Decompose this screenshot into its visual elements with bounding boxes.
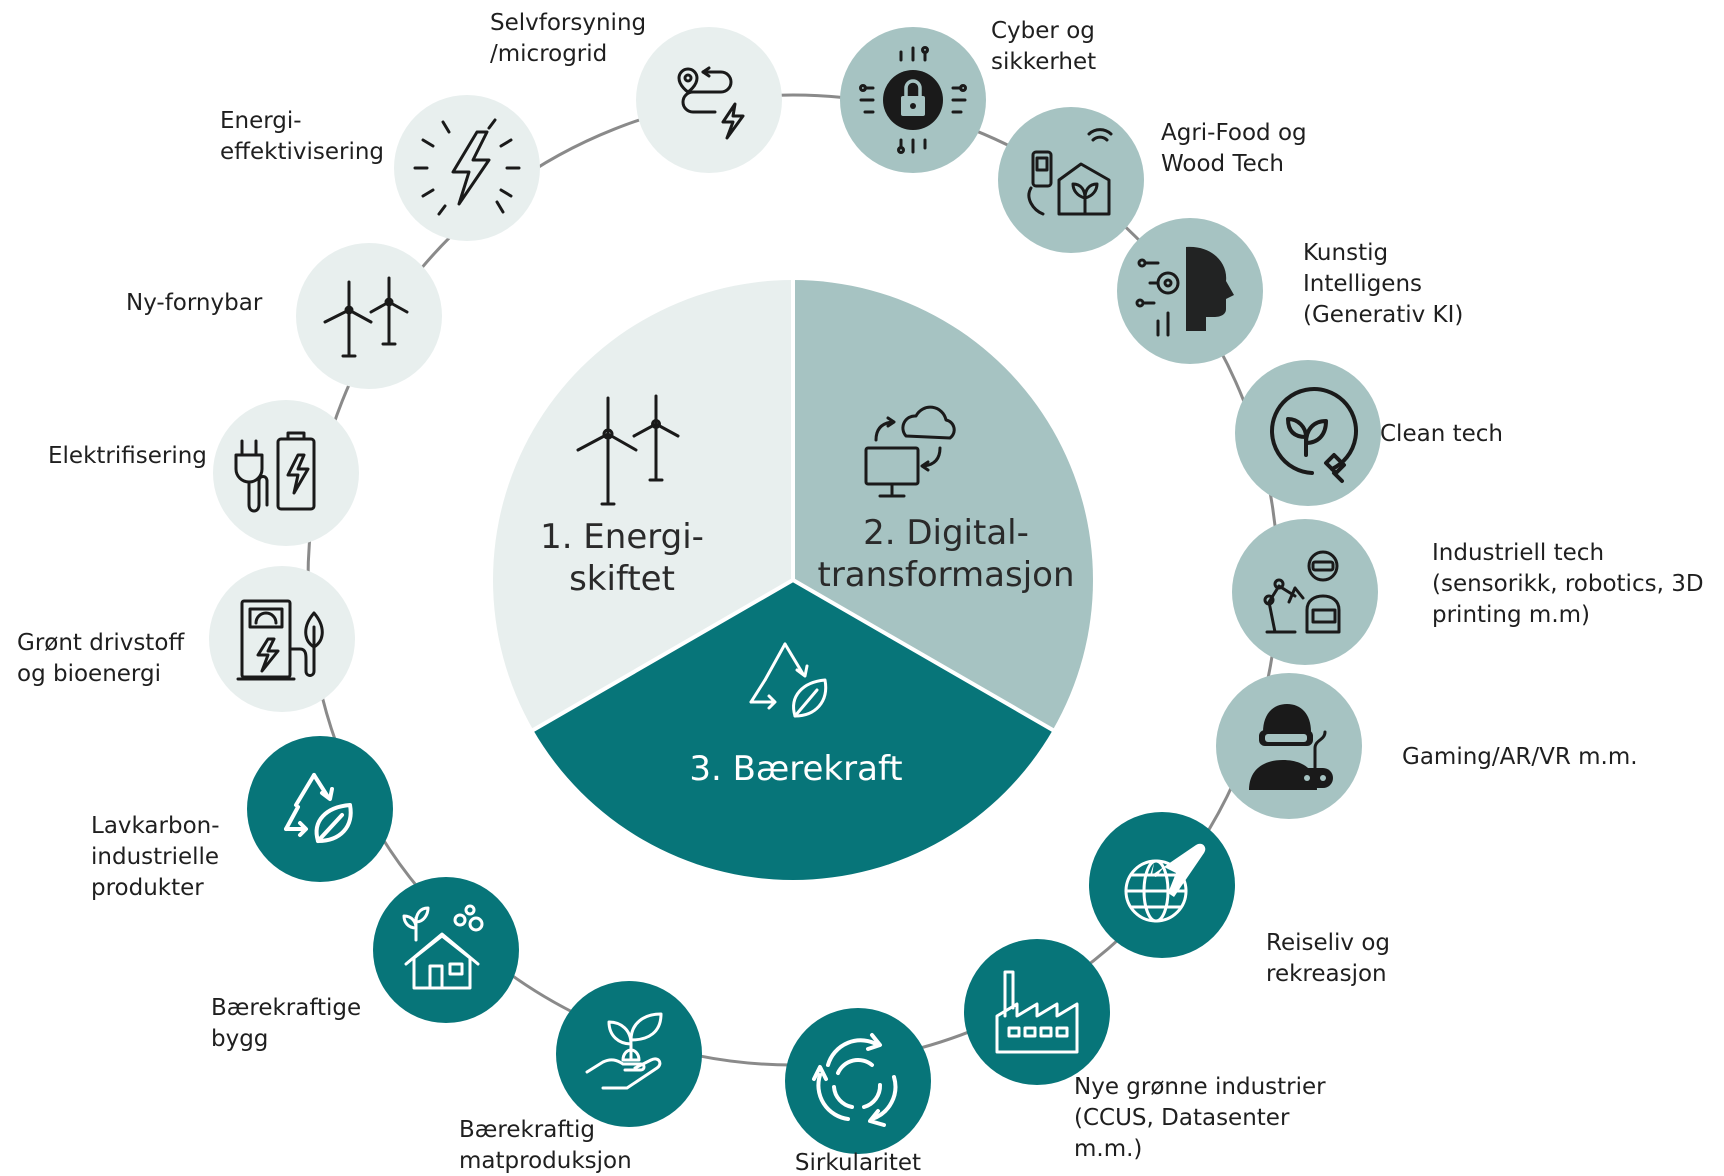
node-circle bbox=[394, 95, 540, 241]
node-gaming: Gaming/AR/VR m.m. bbox=[1216, 673, 1638, 819]
node-label: industrielle bbox=[91, 844, 219, 870]
node-circle bbox=[373, 877, 519, 1023]
node-label: Bærekraftige bbox=[211, 995, 361, 1021]
eco-house-icon bbox=[402, 904, 484, 990]
node-nyfornybar: Ny-fornybar bbox=[126, 243, 442, 389]
node-cyber: Cyber og sikkerhet bbox=[840, 18, 1096, 173]
recycle-leaf-icon bbox=[749, 642, 828, 718]
charging-station-icon bbox=[236, 599, 324, 681]
node-label: Selvforsyning bbox=[490, 10, 646, 36]
node-label: Clean tech bbox=[1380, 421, 1503, 447]
route-bolt-icon bbox=[677, 66, 745, 140]
node-label: og bioenergi bbox=[17, 661, 161, 687]
node-label: effektivisering bbox=[220, 139, 384, 165]
node-label: matproduksjon bbox=[459, 1148, 632, 1174]
node-label: Gaming/AR/VR m.m. bbox=[1402, 744, 1638, 770]
node-label: Industriell tech bbox=[1432, 540, 1604, 566]
node-circle bbox=[296, 243, 442, 389]
node-label: Energi- bbox=[220, 108, 302, 134]
node-label: Agri-Food og bbox=[1161, 120, 1307, 146]
plug-battery-icon bbox=[234, 431, 316, 513]
node-drivstoff: Grønt drivstoff og bioenergi bbox=[17, 566, 355, 712]
node-label: Elektrifisering bbox=[48, 443, 207, 469]
sprout-plug-icon bbox=[1270, 387, 1359, 483]
segment-1-title-line1: 1. Energi- bbox=[540, 517, 704, 557]
hand-plant-icon bbox=[585, 1012, 663, 1090]
node-label: Wood Tech bbox=[1161, 151, 1284, 177]
node-matproduksjon: Bærekraftig matproduksjon bbox=[459, 981, 702, 1174]
node-reiseliv: Reiseliv og rekreasjon bbox=[1089, 812, 1390, 987]
node-label: Grønt drivstoff bbox=[17, 630, 185, 656]
node-label: (sensorikk, robotics, 3D bbox=[1432, 571, 1704, 597]
node-circle bbox=[1232, 519, 1378, 665]
ai-head-icon bbox=[1135, 246, 1234, 337]
node-ring: Selvforsyning/microgrid Cyber og sikkerhe… bbox=[17, 10, 1704, 1176]
node-label: Intelligens bbox=[1303, 271, 1422, 297]
node-bygg: Bærekraftige bygg bbox=[211, 877, 519, 1052]
wind-turbines-icon bbox=[576, 394, 680, 506]
node-label: (CCUS, Datasenter bbox=[1074, 1105, 1290, 1131]
segment-3-title: 3. Bærekraft bbox=[689, 749, 902, 789]
node-circle bbox=[1089, 812, 1235, 958]
node-label: printing m.m) bbox=[1432, 602, 1590, 628]
chip-lock-icon bbox=[859, 46, 967, 154]
node-elektrifisering: Elektrifisering bbox=[48, 400, 359, 546]
node-circle bbox=[213, 400, 359, 546]
factory-icon bbox=[995, 970, 1079, 1054]
node-circle bbox=[556, 981, 702, 1127]
node-label: Lavkarbon- bbox=[91, 813, 220, 839]
segment-2-title-line2: transformasjon bbox=[817, 555, 1074, 595]
node-lavkarbon: Lavkarbon-industrielle produkter bbox=[91, 736, 393, 901]
node-circle bbox=[785, 1008, 931, 1154]
globe-plane-icon bbox=[1124, 843, 1206, 923]
node-circle bbox=[247, 736, 393, 882]
segment-energiskiftet bbox=[493, 280, 793, 730]
node-label: rekreasjon bbox=[1266, 961, 1387, 987]
node-label: Bærekraftig bbox=[459, 1117, 595, 1143]
node-industriell: Industriell tech (sensorikk, robotics, 3D… bbox=[1232, 519, 1704, 665]
node-label: /microgrid bbox=[490, 41, 607, 67]
vr-gamer-icon bbox=[1249, 704, 1333, 790]
node-label: bygg bbox=[211, 1026, 268, 1052]
node-circle bbox=[998, 107, 1144, 253]
recycle-leaf-icon bbox=[284, 773, 353, 843]
node-label: Sirkularitet bbox=[795, 1150, 921, 1176]
node-selvforsyning: Selvforsyning/microgrid bbox=[490, 10, 782, 173]
node-label: Nye grønne industrier bbox=[1074, 1074, 1326, 1100]
node-label: produkter bbox=[91, 875, 204, 901]
node-agrifood: Agri-Food og Wood Tech bbox=[998, 107, 1307, 253]
node-label: Ny-fornybar bbox=[126, 290, 263, 316]
node-label: Cyber og bbox=[991, 18, 1095, 44]
segment-baerekraft bbox=[533, 580, 1053, 880]
segment-digitaltransformasjon bbox=[793, 280, 1093, 730]
node-label: Kunstig bbox=[1303, 240, 1388, 266]
robot-arm-icon bbox=[1263, 550, 1341, 634]
node-nyegronne: Nye grønne industrier (CCUS, Datasenter m.… bbox=[964, 939, 1326, 1162]
node-circle bbox=[636, 27, 782, 173]
wind-turbines-icon bbox=[323, 276, 409, 358]
node-label: sikkerhet bbox=[991, 49, 1096, 75]
node-sirkularitet: Sirkularitet bbox=[785, 1008, 931, 1176]
node-cleantech: Clean tech bbox=[1235, 360, 1503, 506]
center-pie bbox=[493, 278, 1093, 880]
node-circle bbox=[209, 566, 355, 712]
circular-arrows-icon bbox=[812, 1033, 898, 1127]
segment-1-title-line2: skiftet bbox=[569, 559, 675, 599]
cloud-computer-icon bbox=[864, 405, 956, 498]
smart-greenhouse-icon bbox=[1027, 128, 1113, 216]
node-label: (Generativ KI) bbox=[1303, 302, 1463, 328]
node-label: m.m.) bbox=[1074, 1136, 1142, 1162]
node-energieffektivisering: Energi-effektivisering bbox=[220, 95, 540, 241]
node-label: Reiseliv og bbox=[1266, 930, 1390, 956]
segment-2-title-line1: 2. Digital- bbox=[863, 513, 1029, 553]
lightning-burst-icon bbox=[413, 118, 521, 216]
